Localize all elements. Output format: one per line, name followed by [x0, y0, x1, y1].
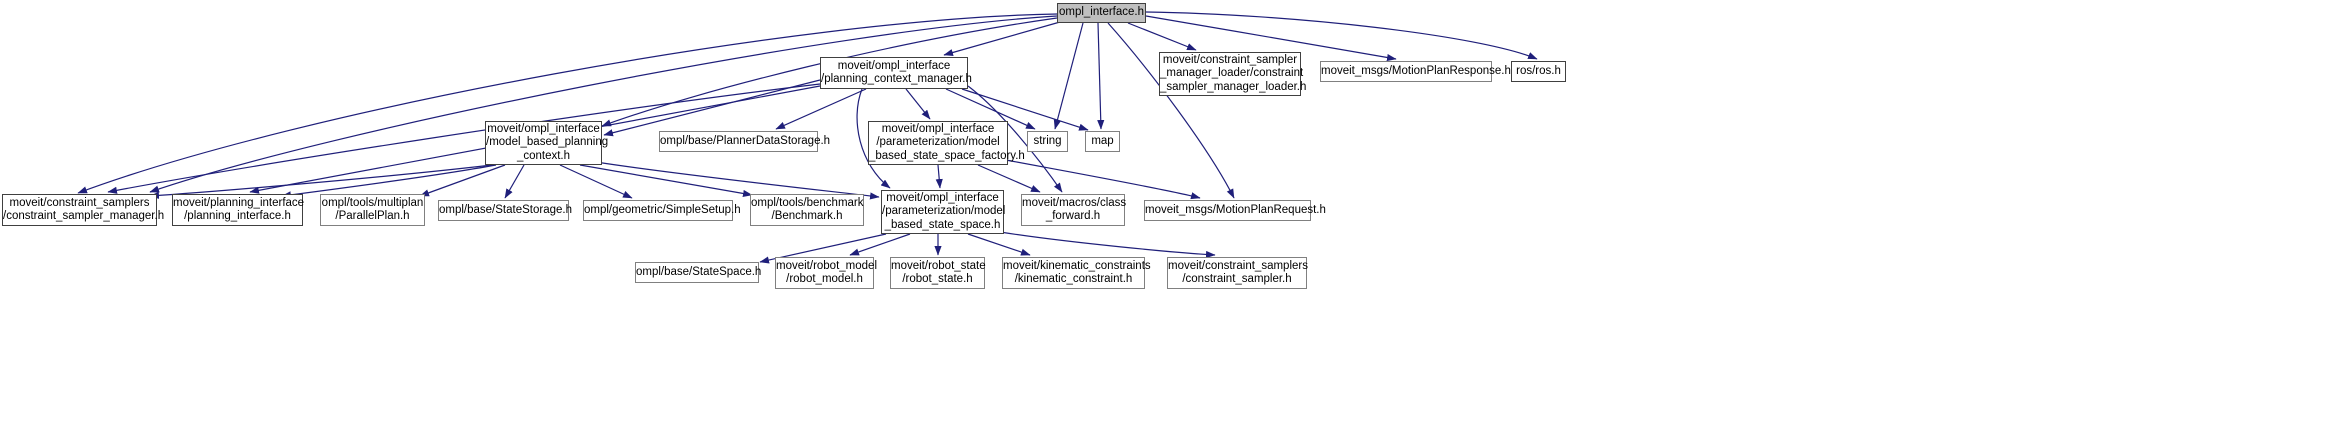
edge-ompl_interface-to-planning_context_manager	[943, 21, 1061, 56]
graph-node-map[interactable]: map	[1085, 131, 1120, 152]
graph-node-state_space[interactable]: ompl/base/StateSpace.h	[635, 262, 762, 283]
graph-node-ompl_interface[interactable]: ompl_interface.h	[1057, 3, 1146, 23]
edge-model_based_state_space-to-constraint_sampler	[999, 231, 1216, 259]
edge-model_based_planning_context-to-parallel_plan	[419, 164, 506, 197]
graph-node-planning_interface[interactable]: moveit/planning_interface /planning_inte…	[172, 194, 305, 226]
edge-model_based_state_space-to-robot_model	[849, 233, 911, 256]
graph-node-planning_context_manager[interactable]: moveit/ompl_interface /planning_context_…	[820, 57, 972, 89]
graph-node-label: moveit/constraint_samplers /constraint_s…	[3, 196, 165, 222]
graph-node-kinematic_constraint[interactable]: moveit/kinematic_constraints /kinematic_…	[1002, 257, 1151, 289]
graph-node-label: string	[1033, 134, 1062, 147]
graph-node-motion_plan_request[interactable]: moveit_msgs/MotionPlanRequest.h	[1144, 200, 1326, 221]
graph-node-label: moveit/constraint_sampler _manager_loade…	[1160, 54, 1307, 93]
graph-node-label: moveit/macros/class _forward.h	[1022, 196, 1127, 222]
graph-node-label: ompl/tools/multiplan /ParallelPlan.h	[321, 196, 424, 222]
graph-node-label: ompl/base/StateSpace.h	[636, 265, 762, 278]
edge-model_based_planning_context-to-state_storage	[504, 164, 525, 199]
graph-node-model_based_state_space[interactable]: moveit/ompl_interface /parameterization/…	[881, 190, 1006, 234]
graph-node-label: moveit/ompl_interface /parameterization/…	[869, 123, 1025, 162]
graph-node-model_based_planning_context[interactable]: moveit/ompl_interface /model_based_plann…	[485, 121, 609, 165]
graph-node-robot_model[interactable]: moveit/robot_model /robot_model.h	[775, 257, 877, 289]
edge-model_based_state_space_factory-to-motion_plan_request	[1005, 159, 1201, 200]
edge-model_based_state_space-to-kinematic_constraint	[967, 233, 1031, 256]
graph-node-label: ompl/base/PlannerDataStorage.h	[660, 134, 831, 147]
edge-model_based_state_space_factory-to-class_forward	[977, 164, 1041, 193]
edge-planning_context_manager-to-constraint_sampler_manager	[107, 83, 821, 194]
graph-node-label: ompl_interface.h	[1058, 6, 1145, 19]
graph-node-constraint_sampler[interactable]: moveit/constraint_samplers /constraint_s…	[1167, 257, 1308, 289]
graph-node-constraint_sampler_manager_loader[interactable]: moveit/constraint_sampler _manager_loade…	[1159, 52, 1307, 96]
graph-node-label: ompl/base/StateStorage.h	[439, 203, 572, 216]
edge-ompl_interface-to-string	[1053, 22, 1084, 130]
edge-planning_context_manager-to-planner_data_storage	[775, 88, 867, 130]
edge-planning_context_manager-to-class_forward	[967, 85, 1063, 193]
edge-ompl_interface-to-model_based_planning_context	[601, 17, 1058, 127]
edge-model_based_planning_context-to-simple_setup	[559, 164, 633, 199]
graph-node-state_storage[interactable]: ompl/base/StateStorage.h	[438, 200, 572, 221]
edge-model_based_planning_context-to-planning_interface	[281, 164, 497, 199]
edge-ompl_interface-to-ros_ros	[1145, 11, 1538, 60]
graph-node-label: moveit/robot_state /robot_state.h	[891, 259, 986, 285]
graph-node-constraint_sampler_manager[interactable]: moveit/constraint_samplers /constraint_s…	[2, 194, 165, 226]
graph-node-label: ompl/geometric/SimpleSetup.h	[584, 203, 741, 216]
graph-node-label: moveit/ompl_interface /parameterization/…	[882, 192, 1006, 231]
edge-ompl_interface-to-map	[1097, 22, 1105, 130]
graph-node-label: moveit/ompl_interface /model_based_plann…	[486, 123, 609, 162]
edge-model_based_planning_context-to-constraint_sampler_manager	[149, 164, 493, 199]
graph-node-label: moveit/kinematic_constraints /kinematic_…	[1003, 259, 1151, 285]
graph-node-label: moveit_msgs/MotionPlanRequest.h	[1145, 203, 1326, 216]
edge-planning_context_manager-to-model_based_state_space_factory	[905, 88, 931, 120]
graph-node-label: map	[1091, 134, 1114, 147]
edge-planning_context_manager-to-string	[945, 88, 1036, 130]
graph-node-label: ros/ros.h	[1516, 64, 1561, 77]
graph-node-motion_plan_response[interactable]: moveit_msgs/MotionPlanResponse.h	[1320, 61, 1511, 82]
edge-ompl_interface-to-constraint_sampler_manager_loader	[1127, 22, 1197, 51]
edge-ompl_interface-to-motion_plan_response	[1145, 15, 1397, 62]
graph-node-ros_ros[interactable]: ros/ros.h	[1511, 61, 1566, 82]
edge-model_based_planning_context-to-model_based_state_space	[595, 161, 880, 200]
graph-node-benchmark[interactable]: ompl/tools/benchmark /Benchmark.h	[750, 194, 864, 226]
graph-node-simple_setup[interactable]: ompl/geometric/SimpleSetup.h	[583, 200, 741, 221]
edge-ompl_interface-to-planning_interface	[149, 15, 1058, 193]
graph-node-string[interactable]: string	[1027, 131, 1068, 152]
graph-node-label: moveit/ompl_interface /planning_context_…	[821, 59, 972, 85]
edge-planning_context_manager-to-map	[961, 88, 1089, 131]
edge-model_based_state_space_factory-to-model_based_state_space	[935, 164, 943, 189]
edge-planning_context_manager-to-model_based_planning_context	[603, 79, 821, 137]
graph-node-robot_state[interactable]: moveit/robot_state /robot_state.h	[890, 257, 986, 289]
graph-node-label: moveit/robot_model /robot_model.h	[776, 259, 877, 285]
graph-node-parallel_plan[interactable]: ompl/tools/multiplan /ParallelPlan.h	[320, 194, 425, 226]
graph-node-model_based_state_space_factory[interactable]: moveit/ompl_interface /parameterization/…	[868, 121, 1025, 165]
edge-model_based_planning_context-to-benchmark	[579, 164, 753, 198]
graph-node-label: moveit/planning_interface /planning_inte…	[173, 196, 305, 222]
graph-node-planner_data_storage[interactable]: ompl/base/PlannerDataStorage.h	[659, 131, 831, 152]
edge-planning_context_manager-to-model_based_state_space	[856, 88, 891, 189]
graph-node-label: moveit_msgs/MotionPlanResponse.h	[1321, 64, 1511, 77]
graph-node-label: ompl/tools/benchmark /Benchmark.h	[751, 196, 864, 222]
edge-ompl_interface-to-constraint_sampler_manager	[77, 13, 1058, 194]
edge-ompl_interface-to-motion_plan_request	[1107, 22, 1235, 199]
graph-node-label: moveit/constraint_samplers /constraint_s…	[1168, 259, 1308, 285]
graph-node-class_forward[interactable]: moveit/macros/class _forward.h	[1021, 194, 1127, 226]
